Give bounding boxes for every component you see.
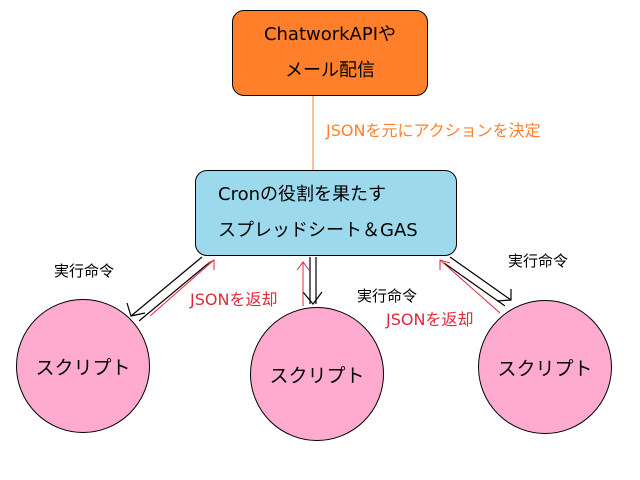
- script-node-right: スクリプト: [478, 300, 612, 434]
- json-action-label: JSONを元にアクションを決定: [326, 121, 541, 140]
- spreadsheet-gas-box: Cronの役割を果たす スプレッドシート＆GAS: [195, 170, 457, 256]
- mid-box-line2: スプレッドシート＆GAS: [218, 220, 418, 241]
- script-label-right: スクリプト: [497, 357, 593, 380]
- json-return-label-right: JSONを返却: [386, 310, 474, 329]
- mid-box-line1: Cronの役割を果たす: [218, 184, 386, 205]
- top-box-line1: ChatworkAPIや: [263, 24, 397, 45]
- exec-command-label-center: 実行命令: [357, 287, 418, 305]
- command-arrow-left: [126, 256, 211, 322]
- chatwork-mail-box: ChatworkAPIや メール配信: [232, 10, 428, 96]
- return-arrow-right: [439, 259, 501, 314]
- return-arrow-left: [149, 259, 215, 317]
- exec-command-label-right: 実行命令: [508, 252, 569, 270]
- json-return-label-left: JSONを返却: [190, 290, 278, 309]
- script-node-center: スクリプト: [250, 307, 384, 441]
- return-arrow-center: [296, 261, 310, 306]
- command-arrow-right: [443, 256, 512, 307]
- script-label-left: スクリプト: [35, 356, 131, 379]
- script-node-left: スクリプト: [16, 299, 150, 433]
- script-label-center: スクリプト: [269, 364, 365, 387]
- top-box-line2: メール配信: [285, 60, 375, 81]
- command-arrow-center: [302, 257, 323, 305]
- exec-command-label-left: 実行命令: [54, 262, 115, 280]
